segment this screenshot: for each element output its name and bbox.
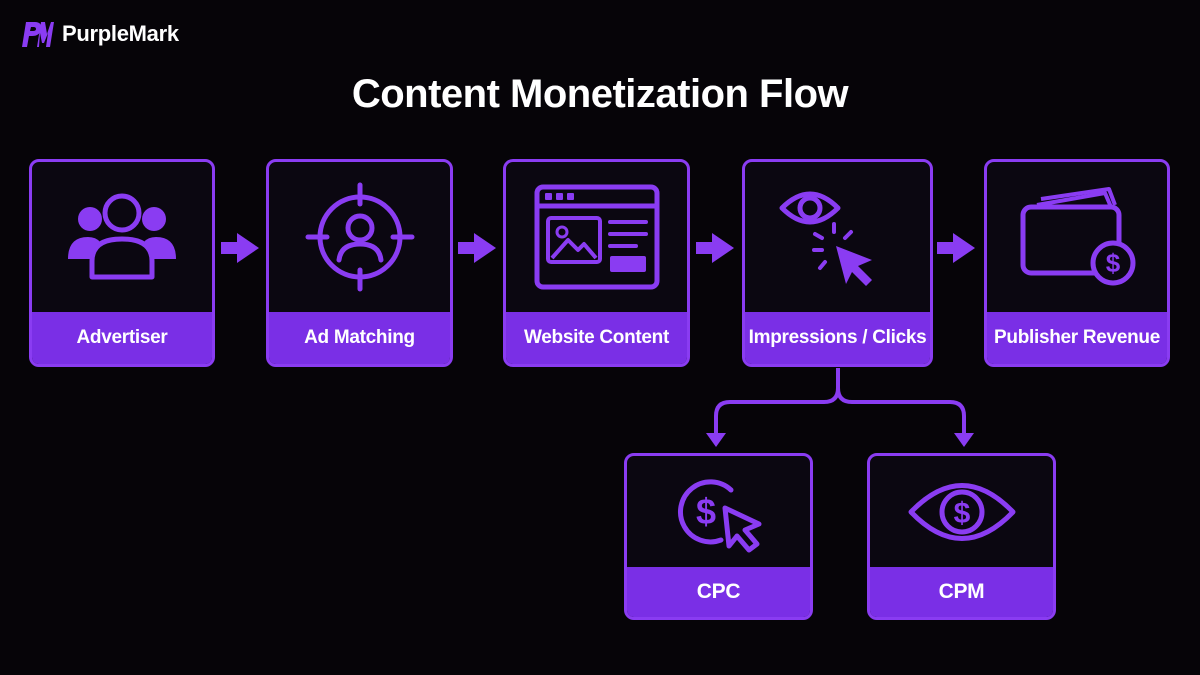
- svg-text:$: $: [953, 497, 970, 530]
- webpage-icon: [534, 184, 659, 290]
- node-ad-matching: Ad Matching: [266, 159, 453, 367]
- svg-text:$: $: [1106, 248, 1121, 278]
- node-advertiser: Advertiser: [29, 159, 215, 367]
- dollar-cursor-icon: $: [677, 478, 761, 552]
- arrow-right-icon: [937, 233, 975, 263]
- arrow-right-icon: [458, 233, 496, 263]
- arrow-right-icon: [696, 233, 734, 263]
- brand-name: PurpleMark: [62, 21, 179, 46]
- node-label: CPM: [870, 567, 1053, 617]
- node-cpc: $ CPC: [624, 453, 813, 620]
- arrow-right-icon: [221, 233, 259, 263]
- arrow-down-icon: [954, 433, 974, 447]
- eye-click-icon: [779, 191, 872, 286]
- target-user-icon: [305, 182, 414, 292]
- node-cpm: $ CPM: [867, 453, 1056, 620]
- branch-connector: [706, 368, 974, 447]
- wallet-dollar-icon: $: [1020, 187, 1136, 286]
- arrow-down-icon: [706, 433, 726, 447]
- node-website-content: Website Content: [503, 159, 690, 367]
- node-label: Impressions / Clicks: [745, 312, 930, 364]
- node-impressions-clicks: Impressions / Clicks: [742, 159, 933, 367]
- eye-dollar-icon: $: [908, 482, 1015, 541]
- brand-logo-icon: [22, 22, 54, 47]
- brand: PurpleMark: [20, 18, 179, 50]
- svg-text:$: $: [695, 491, 715, 532]
- node-label: Website Content: [506, 312, 687, 364]
- node-label: Advertiser: [32, 312, 212, 364]
- users-group-icon: [68, 193, 176, 280]
- node-label: Publisher Revenue: [987, 312, 1167, 364]
- page-title: Content Monetization Flow: [351, 72, 849, 116]
- node-label: CPC: [627, 567, 810, 617]
- node-publisher-revenue: $ Publisher Revenue: [984, 159, 1170, 367]
- node-label: Ad Matching: [269, 312, 450, 364]
